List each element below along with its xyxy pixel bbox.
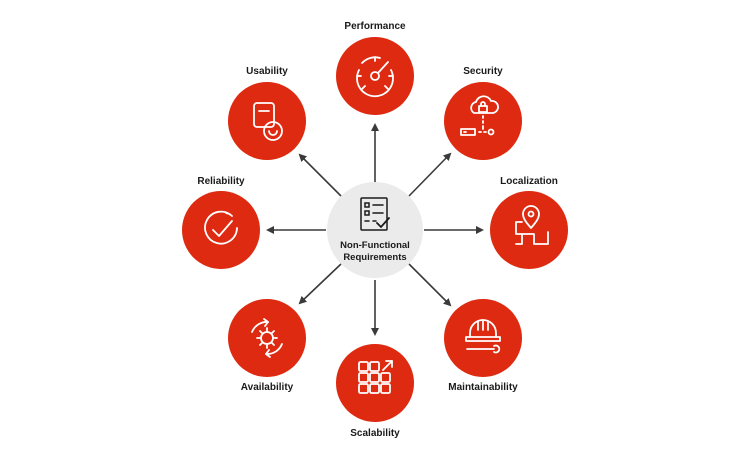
map-pin-icon bbox=[515, 205, 549, 245]
performance-node bbox=[336, 37, 414, 115]
grid-scale-icon bbox=[358, 360, 393, 394]
arrow-to-maintainability bbox=[408, 263, 452, 307]
hardhat-wrench-icon bbox=[465, 319, 501, 354]
checklist-icon bbox=[360, 197, 390, 231]
localization-node bbox=[490, 191, 568, 269]
speedometer-icon bbox=[356, 56, 394, 98]
performance-label: Performance bbox=[344, 21, 406, 32]
reliability-label: Reliability bbox=[197, 176, 245, 187]
usability-label: Usability bbox=[246, 66, 288, 77]
scalability-node bbox=[336, 344, 414, 422]
scalability-label: Scalability bbox=[350, 428, 400, 439]
availability-label: Availability bbox=[240, 382, 294, 393]
localization-label: Localization bbox=[500, 176, 558, 187]
gear-cycle-icon bbox=[251, 318, 283, 358]
arrow-to-usability bbox=[298, 153, 342, 197]
device-smile-icon bbox=[253, 102, 283, 141]
arrow-to-security bbox=[408, 152, 452, 197]
reliability-node bbox=[182, 191, 260, 269]
center-label-line2: Requirements bbox=[343, 252, 407, 263]
availability-node bbox=[228, 299, 306, 377]
circle-check-icon bbox=[204, 210, 238, 245]
usability-node bbox=[228, 82, 306, 160]
security-label: Security bbox=[463, 66, 503, 77]
cloud-lock-icon bbox=[460, 95, 499, 136]
center-label: Non-Functional Requirements bbox=[340, 240, 410, 264]
center-label-line1: Non-Functional bbox=[340, 240, 410, 251]
maintainability-label: Maintainability bbox=[448, 382, 518, 393]
maintainability-node bbox=[444, 299, 522, 377]
arrow-to-availability bbox=[298, 263, 342, 305]
